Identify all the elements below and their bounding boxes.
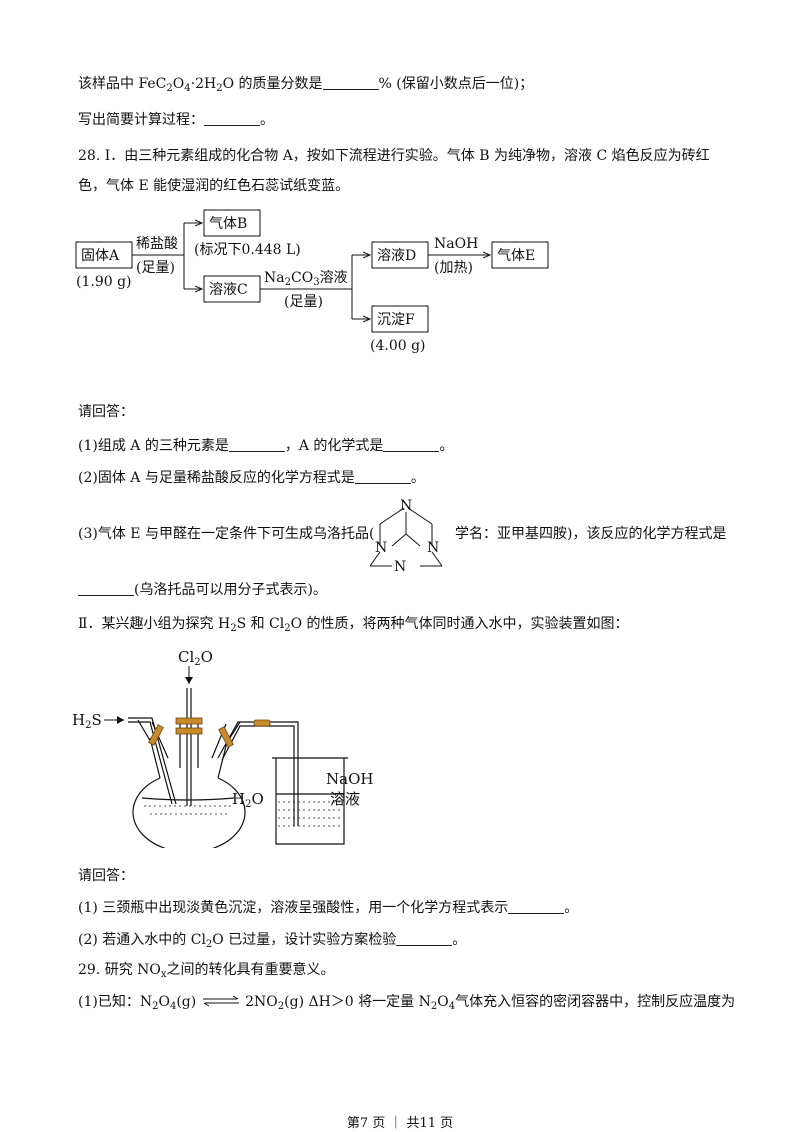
naoh-label: NaOH bbox=[326, 770, 373, 788]
solid-a-label: 固体A bbox=[81, 248, 120, 264]
text: % (保留小数点后一位)； bbox=[378, 76, 534, 92]
q28-intro-cont: 色，气体 E 能使湿润的红色石蕊试纸变蓝。 bbox=[78, 178, 350, 194]
q28-ii-part2: (2) 若通入水中的 Cl2O 已过量，设计实验方案检验。 bbox=[78, 931, 467, 950]
page-footer: 第7 页 ｜ 共11 页 bbox=[346, 1116, 454, 1131]
answer-blank[interactable] bbox=[204, 111, 260, 126]
q28-intro: 28. Ⅰ．由三种元素组成的化合物 A，按如下流程进行实验。气体 B 为纯净物，… bbox=[78, 148, 710, 164]
na2co3-amount: (足量) bbox=[284, 294, 323, 310]
equilibrium-arrow-icon bbox=[202, 995, 239, 1007]
answer-blank[interactable] bbox=[396, 931, 453, 946]
flow-chart: 固体A (1.90 g) 稀盐酸 (足量) 气体B (标况下0.448 L) 溶… bbox=[72, 206, 572, 370]
q28-part3-cont: 学名：亚甲基四胺)，该反应的化学方程式是 bbox=[455, 526, 727, 542]
hcl-amount: (足量) bbox=[136, 260, 175, 276]
formula-fec2o4: FeC2O4·2H2O bbox=[138, 76, 235, 94]
q28-part3-note: (乌洛托品可以用分子式表示)。 bbox=[78, 580, 327, 600]
hcl-label: 稀盐酸 bbox=[136, 236, 178, 252]
cl2o-label: Cl2O bbox=[178, 648, 213, 668]
text: 该样品中 bbox=[78, 76, 134, 92]
q28-ii-part1: (1) 三颈瓶中出现淡黄色沉淀，溶液呈强酸性，用一个化学方程式表示。 bbox=[78, 899, 579, 916]
calc-process-line: 写出简要计算过程： 。 bbox=[78, 110, 274, 130]
answer-blank[interactable] bbox=[228, 437, 285, 452]
n-atom: N bbox=[375, 540, 387, 556]
answer-blank[interactable] bbox=[322, 75, 379, 90]
solution-label: 溶液 bbox=[330, 790, 360, 808]
precipitate-f-box bbox=[371, 305, 429, 333]
heat-label: (加热) bbox=[434, 260, 473, 276]
gas-e-label: 气体E bbox=[497, 248, 535, 264]
mass-fraction-line: 该样品中 FeC2O4·2H2O 的质量分数是 % (保留小数点后一位)； bbox=[78, 74, 533, 94]
flask-bottom bbox=[132, 777, 246, 853]
na2co3-label: Na2CO3溶液 bbox=[264, 270, 348, 288]
n-atom: N bbox=[394, 559, 406, 575]
text: 。 bbox=[260, 112, 274, 128]
q28-part2: (2)固体 A 与足量稀盐酸反应的化学方程式是。 bbox=[78, 469, 425, 486]
q28-part1: (1)组成 A 的三种元素是，A 的化学式是。 bbox=[78, 437, 454, 454]
answer-blank[interactable] bbox=[78, 581, 134, 596]
q28-part2-intro: Ⅱ．某兴趣小组为探究 H2S 和 Cl2O 的性质，将两种气体同时通入水中，实验… bbox=[78, 616, 629, 634]
gas-b-box bbox=[203, 209, 261, 237]
gas-b-volume: (标况下0.448 L) bbox=[194, 242, 301, 258]
precipitate-f-mass: (4.00 g) bbox=[370, 338, 426, 354]
naoh-label: NaOH bbox=[434, 236, 478, 252]
q29-intro: 29. 研究 NOx之间的转化具有重要意义。 bbox=[78, 962, 335, 980]
text: 写出简要计算过程： bbox=[78, 112, 204, 128]
solution-c-label: 溶液C bbox=[209, 282, 248, 298]
ask-label-1: 请回答： bbox=[78, 404, 134, 420]
hexamine-structure: N N N N bbox=[358, 496, 454, 588]
text: 的质量分数是 bbox=[238, 76, 323, 92]
q28-part3: (3)气体 E 与甲醛在一定条件下可生成乌洛托品( bbox=[78, 526, 375, 542]
h2o-label: H2O bbox=[232, 790, 264, 810]
precipitate-f-label: 沉淀F bbox=[377, 312, 415, 328]
q29-part1: (1)已知：N2O4(g) 2NO2(g) ΔH＞0 将一定量 N2O4气体充入… bbox=[78, 994, 736, 1012]
answer-blank[interactable] bbox=[508, 899, 565, 914]
answer-blank[interactable] bbox=[354, 469, 411, 484]
gas-e-box bbox=[491, 241, 549, 269]
ask-label-2: 请回答： bbox=[78, 868, 134, 884]
h2s-label: H2S bbox=[72, 711, 102, 731]
solution-d-label: 溶液D bbox=[377, 248, 416, 264]
gas-b-label: 气体B bbox=[209, 216, 247, 232]
apparatus-diagram: Cl2O H2S H2O NaOH 溶液 bbox=[72, 648, 412, 853]
n-atom: N bbox=[427, 540, 439, 556]
n-atom: N bbox=[400, 498, 412, 514]
answer-blank[interactable] bbox=[383, 437, 440, 452]
solid-a-mass: (1.90 g) bbox=[76, 274, 132, 290]
